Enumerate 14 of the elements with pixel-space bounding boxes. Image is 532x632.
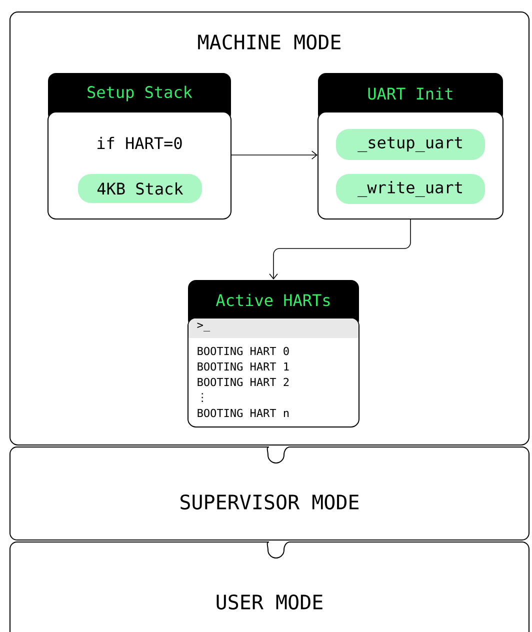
log-line: BOOTING HART 0 bbox=[198, 346, 289, 356]
code-pill: 4KB Stack bbox=[78, 174, 202, 203]
arrow bbox=[269, 219, 411, 280]
panel-title: SUPERVISOR MODE bbox=[180, 494, 358, 510]
log-line: BOOTING HART 2 bbox=[198, 378, 289, 386]
log-line: BOOTING HART n bbox=[198, 408, 289, 418]
code-pill: _write_uart bbox=[336, 174, 485, 204]
code-pill: _setup_uart bbox=[336, 129, 485, 160]
panel-title: MACHINE MODE bbox=[198, 34, 340, 50]
log-line: BOOTING HART 1 bbox=[198, 362, 289, 371]
arrow bbox=[231, 150, 318, 160]
log-line: ⋮ bbox=[202, 393, 203, 402]
panel-title: USER MODE bbox=[216, 594, 322, 610]
condition-text: if HART=0 bbox=[98, 136, 182, 150]
